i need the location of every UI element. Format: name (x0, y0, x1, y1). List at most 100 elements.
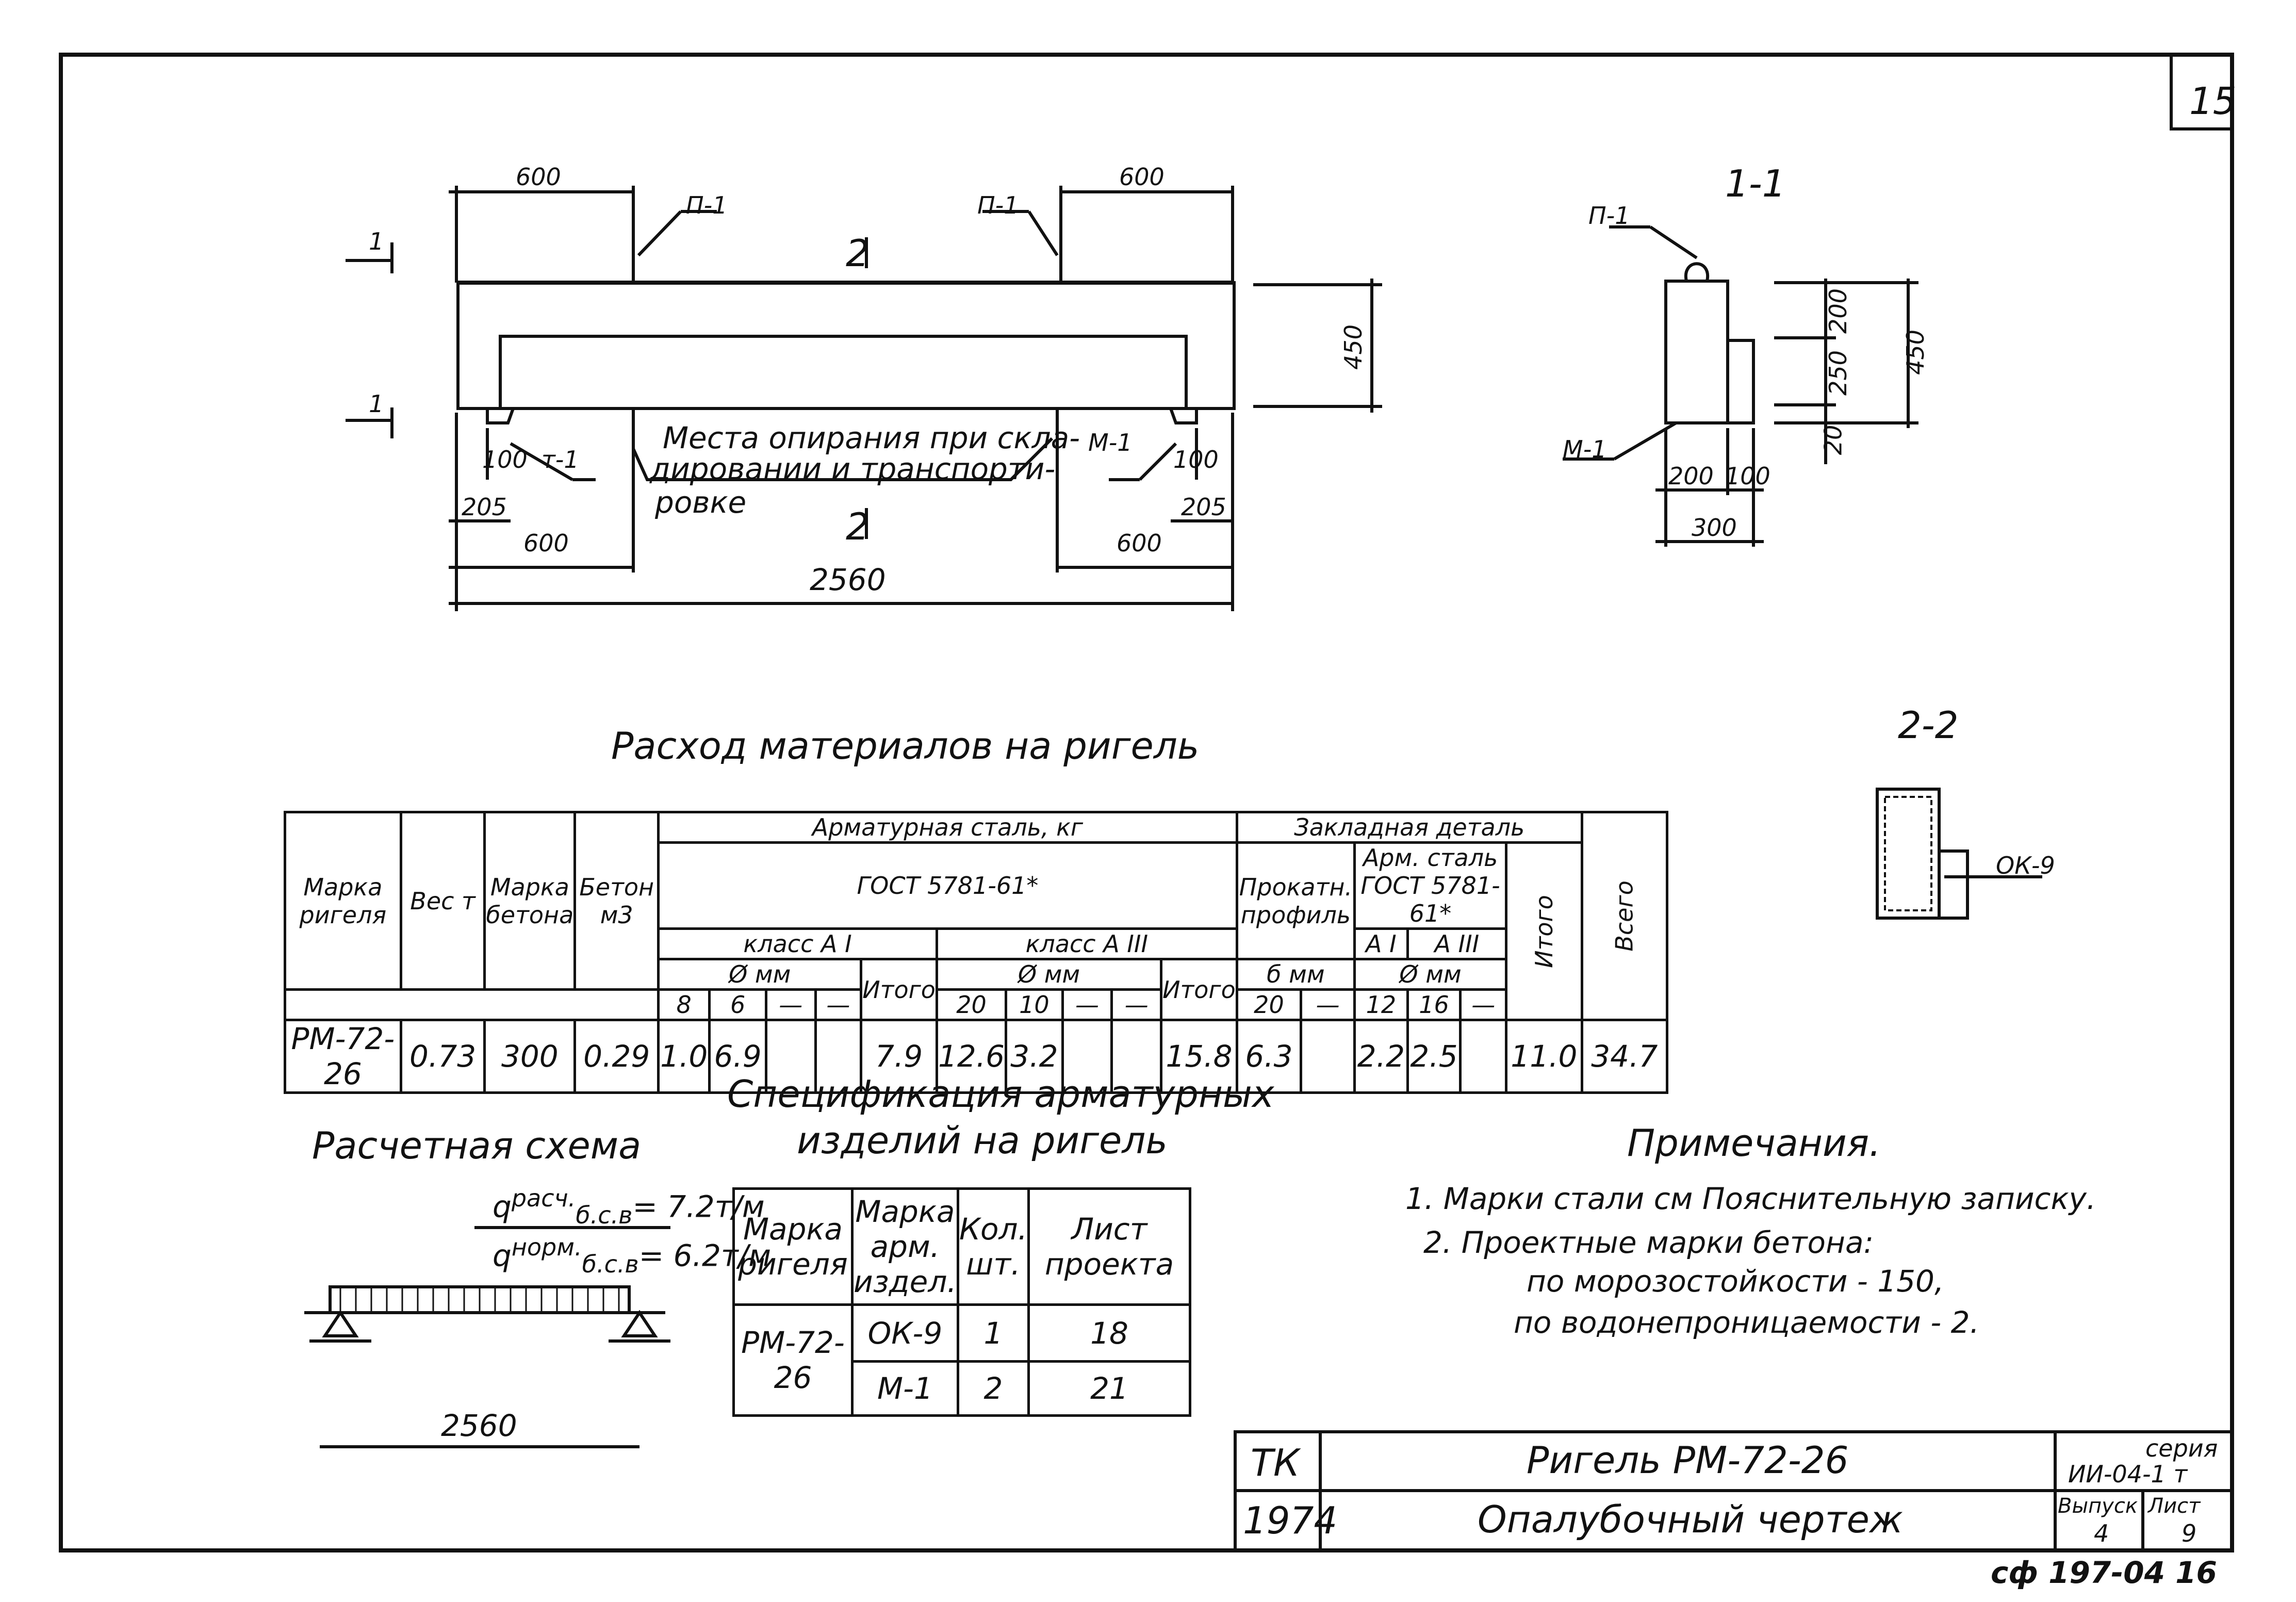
scheme-load2-sub: б.с.в (582, 1250, 639, 1278)
section-mark-bottom: 2 (846, 505, 870, 548)
hdr-mm-a1: Ø мм (657, 958, 863, 991)
hdr-prokat-mm: б мм (1235, 958, 1356, 991)
dim-top-left: 600 (516, 163, 561, 191)
row-arm-2 (1459, 1019, 1508, 1094)
title-block-seria-label: серия (2145, 1434, 2218, 1462)
row-a3-3 (1110, 1019, 1163, 1094)
title-block-seria-value: ИИ-04-1 т (2068, 1460, 2188, 1488)
row-prokat-0: 6.3 (1235, 1019, 1303, 1094)
section-1-1-dim-200-bottom: 200 (1668, 462, 1714, 490)
row-ves: 0.73 (399, 1019, 486, 1094)
materials-table: Марка ригеля Вес т Марка бетона Бетон м3… (283, 811, 1669, 1094)
spec-row1-sheet: 18 (1027, 1303, 1191, 1363)
row-a1-1: 6.9 (708, 1019, 767, 1094)
hdr-d-a3-0: 20 (935, 988, 1008, 1021)
hdr-d-a1-3: — (814, 988, 863, 1021)
row-arm-0: 2.2 (1353, 1019, 1409, 1094)
section-1-1-plate-label: М-1 (1563, 435, 1607, 463)
notes-line2: 2. Проектные марки бетона: (1423, 1225, 1874, 1260)
row-beton: 0.29 (573, 1019, 660, 1094)
hdr-d-a3-1: 10 (1005, 988, 1064, 1021)
support-note-line1: Места опирания при скла- (663, 420, 1080, 455)
hdr-itogo3-text: Итого (1530, 894, 1558, 968)
hdr-d-arm-0: 12 (1353, 988, 1409, 1021)
scheme-load1-sub: б.с.в (576, 1201, 633, 1229)
section-1-left-top: 1 (369, 227, 384, 255)
section-1-1-dim-20: 20 (1819, 424, 1847, 455)
spec-hdr-rigel: Марка ригеля (732, 1187, 854, 1306)
hdr-ves: Вес т (399, 811, 486, 991)
spec-rigel: РМ-72-26 (732, 1303, 854, 1417)
scheme-title: Расчетная схема (312, 1124, 642, 1167)
row-vsego: 34.7 (1580, 1019, 1669, 1094)
hdr-prokat: Прокатн. профиль (1235, 841, 1356, 960)
spec-hdr-qty: Кол. шт. (956, 1187, 1030, 1306)
plate-label-left: т-1 (542, 446, 579, 473)
hdr-klass-a3: класс А III (935, 927, 1238, 960)
materials-title: Расход материалов на ригель (611, 724, 1200, 767)
scheme-load1-sup: расч. (511, 1184, 576, 1212)
spec-table: Марка ригеля Марка арм. издел. Кол. шт. … (732, 1187, 1191, 1417)
scheme-load2: qнорм.б.с.в= 6.2т/м (493, 1235, 771, 1276)
section-1-1-dim-250: 250 (1824, 350, 1852, 396)
row-itogo1: 7.9 (860, 1019, 938, 1094)
row-marka-betona: 300 (483, 1019, 577, 1094)
section-1-1-loop-label: П-1 (1588, 202, 1630, 230)
title-block-subtitle: Опалубочный чертеж (1478, 1498, 1903, 1541)
title-block-tk: ТК (1251, 1441, 1300, 1484)
title-block-vypusk-value: 4 (2094, 1519, 2109, 1547)
title-block-list-label: Лист (2148, 1494, 2201, 1518)
dim-600-bottom-right: 600 (1117, 529, 1162, 557)
hdr-itogo2: Итого (1160, 958, 1238, 1021)
hdr-d-a1-0: 8 (657, 988, 711, 1021)
spec-hdr-sheet: Лист проекта (1027, 1187, 1191, 1306)
support-note-line2: дировании и транспорти- (650, 451, 1056, 486)
row-a3-0: 12.6 (935, 1019, 1008, 1094)
hdr-left-spacer (283, 989, 660, 1021)
row-arm-1: 2.5 (1406, 1019, 1462, 1094)
row-a3-1: 3.2 (1005, 1019, 1064, 1094)
dim-top-right: 600 (1119, 163, 1165, 191)
hdr-d-a1-1: 6 (708, 988, 767, 1021)
loop-label-left: П-1 (686, 191, 728, 219)
row-marka: РМ-72-26 (284, 1019, 402, 1094)
section-1-1-dim-300: 300 (1692, 514, 1737, 542)
spec-row2-qty: 2 (956, 1360, 1030, 1417)
total-length: 2560 (810, 562, 886, 597)
hdr-d-arm-2: — (1459, 988, 1508, 1021)
scheme-load2-sup: норм. (511, 1233, 582, 1261)
spec-row1-qty: 1 (956, 1303, 1030, 1363)
hdr-marka-betona: Марка бетона (483, 811, 577, 991)
scheme-load2-sym: q (493, 1238, 512, 1273)
scheme-load1: qрасч.б.с.в= 7.2т/м (493, 1186, 765, 1227)
loop-label-right: П-1 (977, 191, 1019, 219)
title-block-year: 1974 (1243, 1499, 1338, 1542)
dim-205-left: 205 (462, 493, 507, 521)
support-note-line3: ровке (655, 485, 747, 520)
section-1-1-title: 1-1 (1725, 162, 1786, 205)
scheme-load1-sym: q (493, 1189, 512, 1224)
plate-label-right: М-1 (1088, 429, 1133, 456)
dim-100-right: 100 (1173, 446, 1219, 473)
notes-line1: 1. Марки стали см Пояснительную записку. (1405, 1181, 2096, 1216)
hdr-beton: Бетон м3 (573, 811, 660, 991)
title-block-list-value: 9 (2182, 1519, 2197, 1547)
dim-205-right: 205 (1181, 493, 1226, 521)
row-itogo3: 11.0 (1505, 1019, 1583, 1094)
spec-row2-mark: М-1 (851, 1360, 959, 1417)
row-a1-3 (814, 1019, 863, 1094)
hdr-d-prokat-0: 20 (1235, 988, 1303, 1021)
spec-row2-sheet: 21 (1027, 1360, 1191, 1417)
title-block-name: Ригель РМ-72-26 (1527, 1438, 1849, 1482)
hdr-itogo1: Итого (860, 958, 938, 1021)
scheme-span: 2560 (441, 1408, 517, 1443)
hdr-vsego: Всего (1580, 811, 1669, 1021)
row-itogo2: 15.8 (1160, 1019, 1238, 1094)
hdr-d-arm-1: 16 (1406, 988, 1462, 1021)
spec-title-line1: Спецификация арматурных (727, 1072, 1274, 1116)
hdr-klass-a1: класс А I (657, 927, 938, 960)
section-mark-top: 2 (846, 232, 870, 275)
hdr-arm-stal: Арматурная сталь, кг (657, 811, 1238, 844)
hdr-mm3: Ø мм (1353, 958, 1508, 991)
